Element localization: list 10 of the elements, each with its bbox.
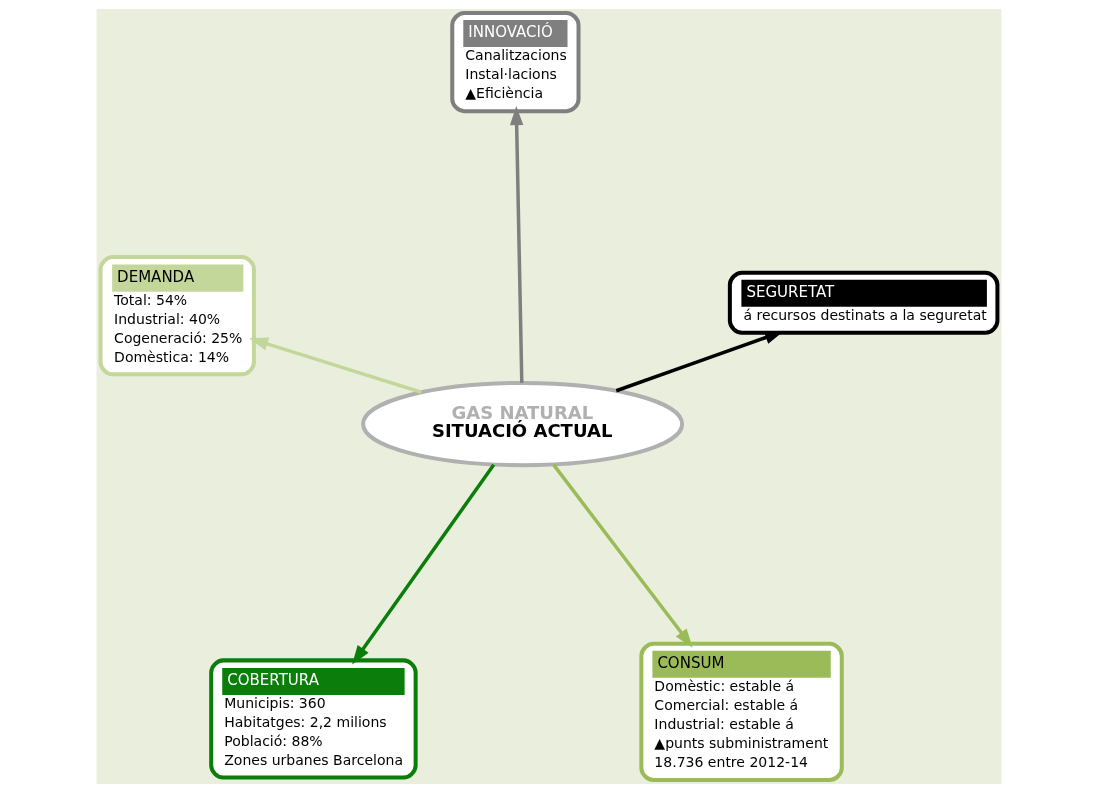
arrow: [509, 105, 524, 383]
arrow: [552, 463, 693, 648]
arrow: [352, 463, 496, 664]
arrow: [249, 337, 422, 394]
node-ellipse: GAS NATURAL SITUACIÓ ACTUAL: [361, 380, 685, 467]
node-box: COBERTURA Municipis: 360 Habitatges: 2,2 milions Població: 88% Zones urbanes Barcelona: [209, 657, 418, 780]
node-box: CONSUM Domèstic: estable á Comercial: estable á Industrial: estable á ▲punts subministrament 18.736 entre 2012-14: [639, 641, 844, 782]
node-box: DEMANDA Total: 54% Industrial: 40% Cogeneració: 25% Domèstica: 14%: [98, 254, 256, 376]
node-box: SEGURETAT á recursos destinats a la seguretat: [727, 270, 1000, 335]
node-box: INNOVACIÓ Canalitzacions Instal·lacions ▲Eficiència: [450, 10, 581, 113]
